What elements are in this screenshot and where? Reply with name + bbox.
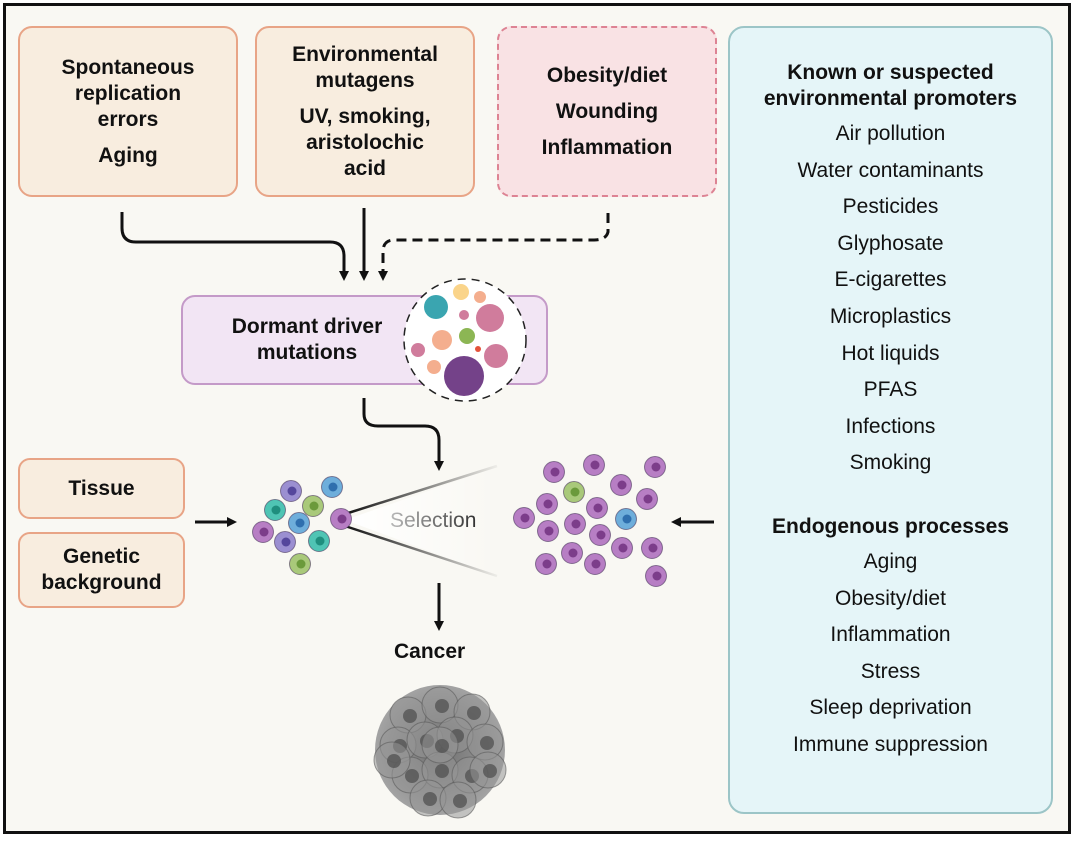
env-promoter-item: Water contaminants bbox=[797, 158, 984, 182]
source-label: errors bbox=[97, 107, 159, 131]
endogenous-item: Sleep deprivation bbox=[809, 696, 972, 720]
dormant-mutations-box: Dormant driver mutations bbox=[181, 295, 548, 385]
source-sublabel: UV, smoking, bbox=[299, 104, 431, 128]
endogenous-item: Aging bbox=[863, 549, 918, 573]
source-box-obesity-wounding-inflammation: Obesity/diet Wounding Inflammation bbox=[497, 26, 717, 197]
env-promoter-item: Smoking bbox=[849, 451, 932, 475]
source-label: mutagens bbox=[315, 68, 415, 92]
env-promoter-item: PFAS bbox=[863, 378, 918, 402]
env-promoter-item: Air pollution bbox=[835, 122, 946, 145]
env-promoter-item: Glyphosate bbox=[837, 231, 944, 255]
dormant-label: Dormant driver bbox=[231, 315, 383, 338]
env-promoters-heading: Known or suspected environmental promote… bbox=[730, 60, 1051, 112]
env-promoter-item: Pesticides bbox=[842, 195, 939, 219]
endogenous-heading: Endogenous processes bbox=[772, 514, 1009, 538]
promoters-panel: Known or suspected environmental promote… bbox=[728, 26, 1053, 814]
heading-line: environmental promoters bbox=[763, 87, 1018, 110]
source-sublabel: acid bbox=[343, 156, 387, 180]
endogenous-item: Immune suppression bbox=[793, 732, 988, 756]
env-promoter-item: E-cigarettes bbox=[834, 268, 947, 292]
source-box-environmental-mutagens: Environmental mutagens UV, smoking, aris… bbox=[255, 26, 475, 197]
modifier-label: background bbox=[41, 571, 162, 594]
source-sublabel: aristolochic bbox=[306, 130, 424, 154]
source-label: Environmental bbox=[292, 42, 438, 66]
endogenous-item: Stress bbox=[860, 659, 921, 683]
modifier-box-genetic-background: Genetic background bbox=[18, 532, 185, 608]
modifier-label: Tissue bbox=[68, 476, 135, 500]
source-label: replication bbox=[74, 81, 182, 105]
source-label: Inflammation bbox=[541, 135, 673, 159]
heading-line: Known or suspected bbox=[787, 61, 994, 84]
source-label: Obesity/diet bbox=[546, 63, 668, 87]
source-sublabel: Aging bbox=[98, 143, 158, 167]
source-label: Spontaneous bbox=[61, 55, 195, 79]
env-promoter-item: Infections bbox=[845, 414, 936, 438]
source-label: Wounding bbox=[555, 99, 659, 123]
source-box-spontaneous-errors: Spontaneous replication errors Aging bbox=[18, 26, 238, 197]
modifier-box-tissue: Tissue bbox=[18, 458, 185, 519]
selection-label: Selection bbox=[390, 509, 477, 532]
cancer-label: Cancer bbox=[394, 640, 466, 663]
endogenous-item: Inflammation bbox=[830, 623, 951, 647]
env-promoter-item: Microplastics bbox=[829, 304, 952, 328]
modifier-label: Genetic bbox=[62, 545, 141, 568]
env-promoter-item: Hot liquids bbox=[841, 341, 940, 365]
endogenous-item: Obesity/diet bbox=[835, 586, 946, 610]
dormant-label: mutations bbox=[256, 341, 358, 364]
